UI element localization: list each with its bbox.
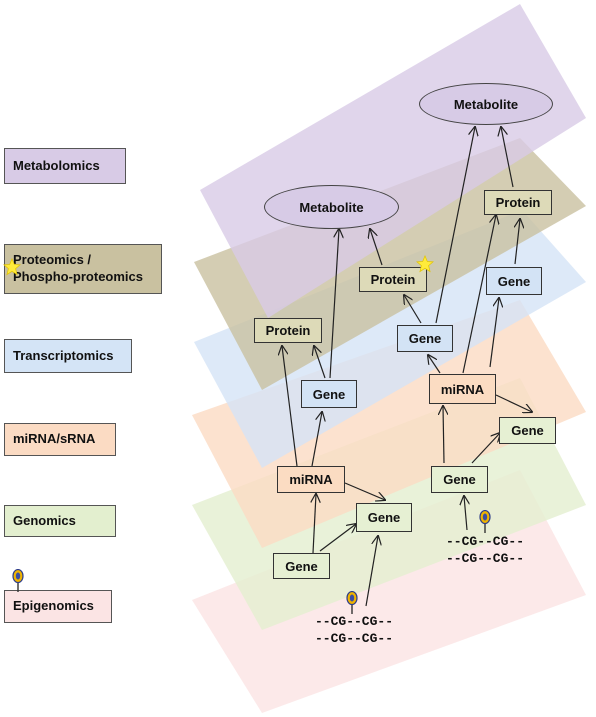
metabolite-right: Metabolite xyxy=(419,83,553,125)
arrow-mirna-to-protein-left xyxy=(282,346,298,467)
arrow-gene-to-metabolite-left xyxy=(329,229,339,379)
arrow-mirna-to-gene-trans-right xyxy=(489,298,499,368)
mirna-left: miRNA xyxy=(277,466,345,493)
arrow-mirna-to-gene-left xyxy=(344,482,385,500)
arrow-mirna-to-gene-trans-mid xyxy=(428,355,441,374)
arrow-gene-to-gene-right xyxy=(471,433,500,464)
gene-transcriptomics-mid: Gene xyxy=(397,325,453,352)
legend-transcriptomics: Transcriptomics xyxy=(4,339,132,373)
gene-genomics-left-bottom: Gene xyxy=(273,553,330,579)
mirna-right: miRNA xyxy=(429,374,496,404)
arrow-gene-to-protein-mid xyxy=(404,295,422,324)
arrow-protein-to-metabolite-right xyxy=(501,127,514,188)
methylation-pin-icon-left xyxy=(346,591,358,614)
protein-left: Protein xyxy=(254,318,322,343)
arrow-gene-to-mirna-left xyxy=(313,494,316,554)
arrow-gene-to-metabolite-right xyxy=(435,127,475,324)
legend-proteomics-label: Proteomics / Phospho-proteomics xyxy=(13,252,144,284)
arrow-mirna-to-gene-trans-left xyxy=(311,412,322,467)
methylation-pin-icon-right xyxy=(479,510,491,533)
legend-metabolomics: Metabolomics xyxy=(4,148,126,184)
arrow-gene-to-mirna-right xyxy=(443,406,444,464)
cg-sequence-left: --CG--CG-- --CG--CG-- xyxy=(315,614,394,646)
star-icon-legend xyxy=(3,258,21,276)
methylation-pin-icon-legend xyxy=(12,569,24,592)
arrow-protein-to-metabolite-left xyxy=(370,229,383,266)
arrow-cg-to-gene-right xyxy=(464,496,467,531)
arrows xyxy=(282,127,532,607)
arrow-mirna-to-protein-right xyxy=(462,215,496,374)
gene-genomics-left-top: Gene xyxy=(356,503,412,532)
arrow-gene-to-gene-left xyxy=(319,524,356,552)
legend-genomics: Genomics xyxy=(4,505,116,537)
metabolite-left: Metabolite xyxy=(264,185,399,229)
gene-transcriptomics-left: Gene xyxy=(301,380,357,408)
protein-mid: Protein xyxy=(359,267,427,292)
arrow-cg-to-gene-left xyxy=(365,536,378,607)
gene-transcriptomics-right: Gene xyxy=(486,267,542,295)
gene-genomics-right-mid: Gene xyxy=(499,417,556,444)
arrow-mirna-to-gene-geno-right xyxy=(495,394,532,412)
legend-proteomics: Proteomics / Phospho-proteomics xyxy=(4,244,162,294)
cg-sequence-right: --CG--CG-- --CG--CG-- xyxy=(446,534,525,566)
legend-epigenomics: Epigenomics xyxy=(4,590,112,623)
gene-genomics-right-top: Gene xyxy=(431,466,488,493)
protein-right: Protein xyxy=(484,190,552,215)
star-icon-protein xyxy=(416,255,434,273)
arrow-gene-to-protein-left xyxy=(314,346,326,379)
legend-mirna: miRNA/sRNA xyxy=(4,423,116,456)
arrow-gene-to-protein-right xyxy=(515,219,520,265)
